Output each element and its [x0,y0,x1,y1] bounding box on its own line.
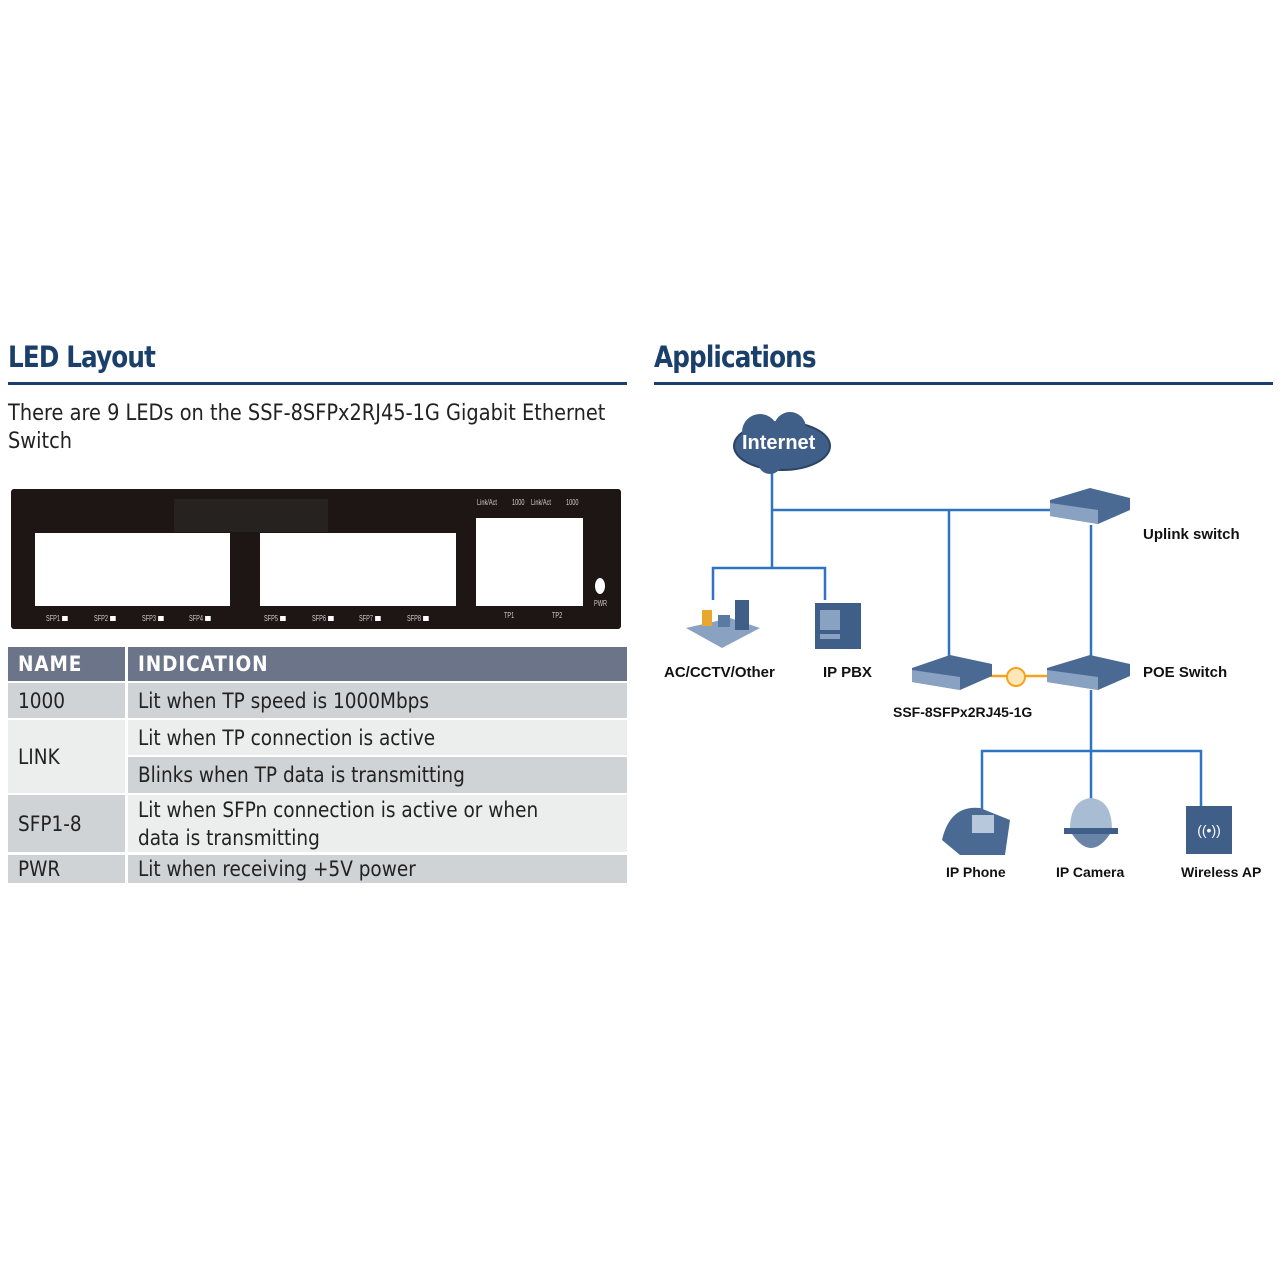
internet-label: Internet [742,432,816,454]
sfp-led-label: SFP7 [359,614,381,623]
led-label: 1000 [566,498,579,507]
ip-camera-label: IP Camera [1056,864,1125,880]
sfp-led-label: SFP4 [189,614,211,623]
server-cluster-icon [686,600,760,648]
intro-text: There are 9 LEDs on the SSF-8SFPx2RJ45-1… [8,401,606,454]
table-cell-indication: Lit when TP connection is active [128,720,627,755]
table-cell-name: 1000 [8,683,125,718]
uplink-switch-label: Uplink switch [1143,526,1240,543]
led-label: 1000 [512,498,525,507]
sfp-port-block-1 [35,533,230,606]
led-label: Link/Act [531,498,551,507]
svg-text:((•)): ((•)) [1197,822,1221,838]
ssf-switch-icon [912,655,992,690]
wireless-ap-label: Wireless AP [1181,864,1262,880]
ip-pbx-label: IP PBX [823,664,872,681]
front-panel: Link/Act 1000 Link/Act 1000 SFP1 SFP2 SF… [11,489,621,629]
sfp-led-label: SFP2 [94,614,116,623]
pwr-label: PWR [594,599,608,608]
sfp-port-block-2 [260,533,456,606]
table-cell-indication: Lit when SFPn connection is active or wh… [128,795,627,852]
sfp-led-label: SFP6 [312,614,334,623]
panel-inset [174,499,328,532]
sfp-led-label: SFP5 [264,614,286,623]
pwr-led [595,578,605,594]
ip-camera-icon [1064,798,1118,848]
table-cell-indication: Blinks when TP data is transmitting [128,757,627,793]
poe-switch-icon [1047,655,1130,690]
ac-cctv-label: AC/CCTV/Other [664,664,775,681]
ssf-switch-label: SSF-8SFPx2RJ45-1G [893,704,1033,720]
led-layout-title: LED Layout [8,340,156,374]
connection-lines [711,470,1203,810]
cloud-icon [733,412,831,474]
table-header: NAME [8,647,125,681]
fiber-link-icon [1006,667,1026,687]
table-cell-indication: Lit when TP speed is 1000Mbps [128,683,627,718]
ip-phone-icon [942,807,1010,855]
sfp-led-label: SFP1 [46,614,68,623]
applications-title: Applications [654,340,817,374]
divider [654,382,1273,385]
wireless-ap-icon: ((•)) [1186,806,1232,854]
sfp-led-label: SFP8 [407,614,429,623]
table-cell-name: LINK [8,720,125,793]
tp-label: TP1 [504,611,515,620]
table-cell-name: SFP1-8 [8,795,125,852]
sfp-led-label: SFP3 [142,614,164,623]
ip-phone-label: IP Phone [946,864,1006,880]
table-cell-indication: Lit when receiving +5V power [128,855,627,883]
uplink-switch-icon [1050,488,1130,524]
tp-port-block [476,518,583,606]
tp-label: TP2 [552,611,563,620]
poe-switch-label: POE Switch [1143,664,1228,681]
ip-pbx-icon [815,603,861,649]
divider [8,382,627,385]
table-header: INDICATION [128,647,627,681]
table-cell-name: PWR [8,855,125,883]
led-label: Link/Act [477,498,497,507]
